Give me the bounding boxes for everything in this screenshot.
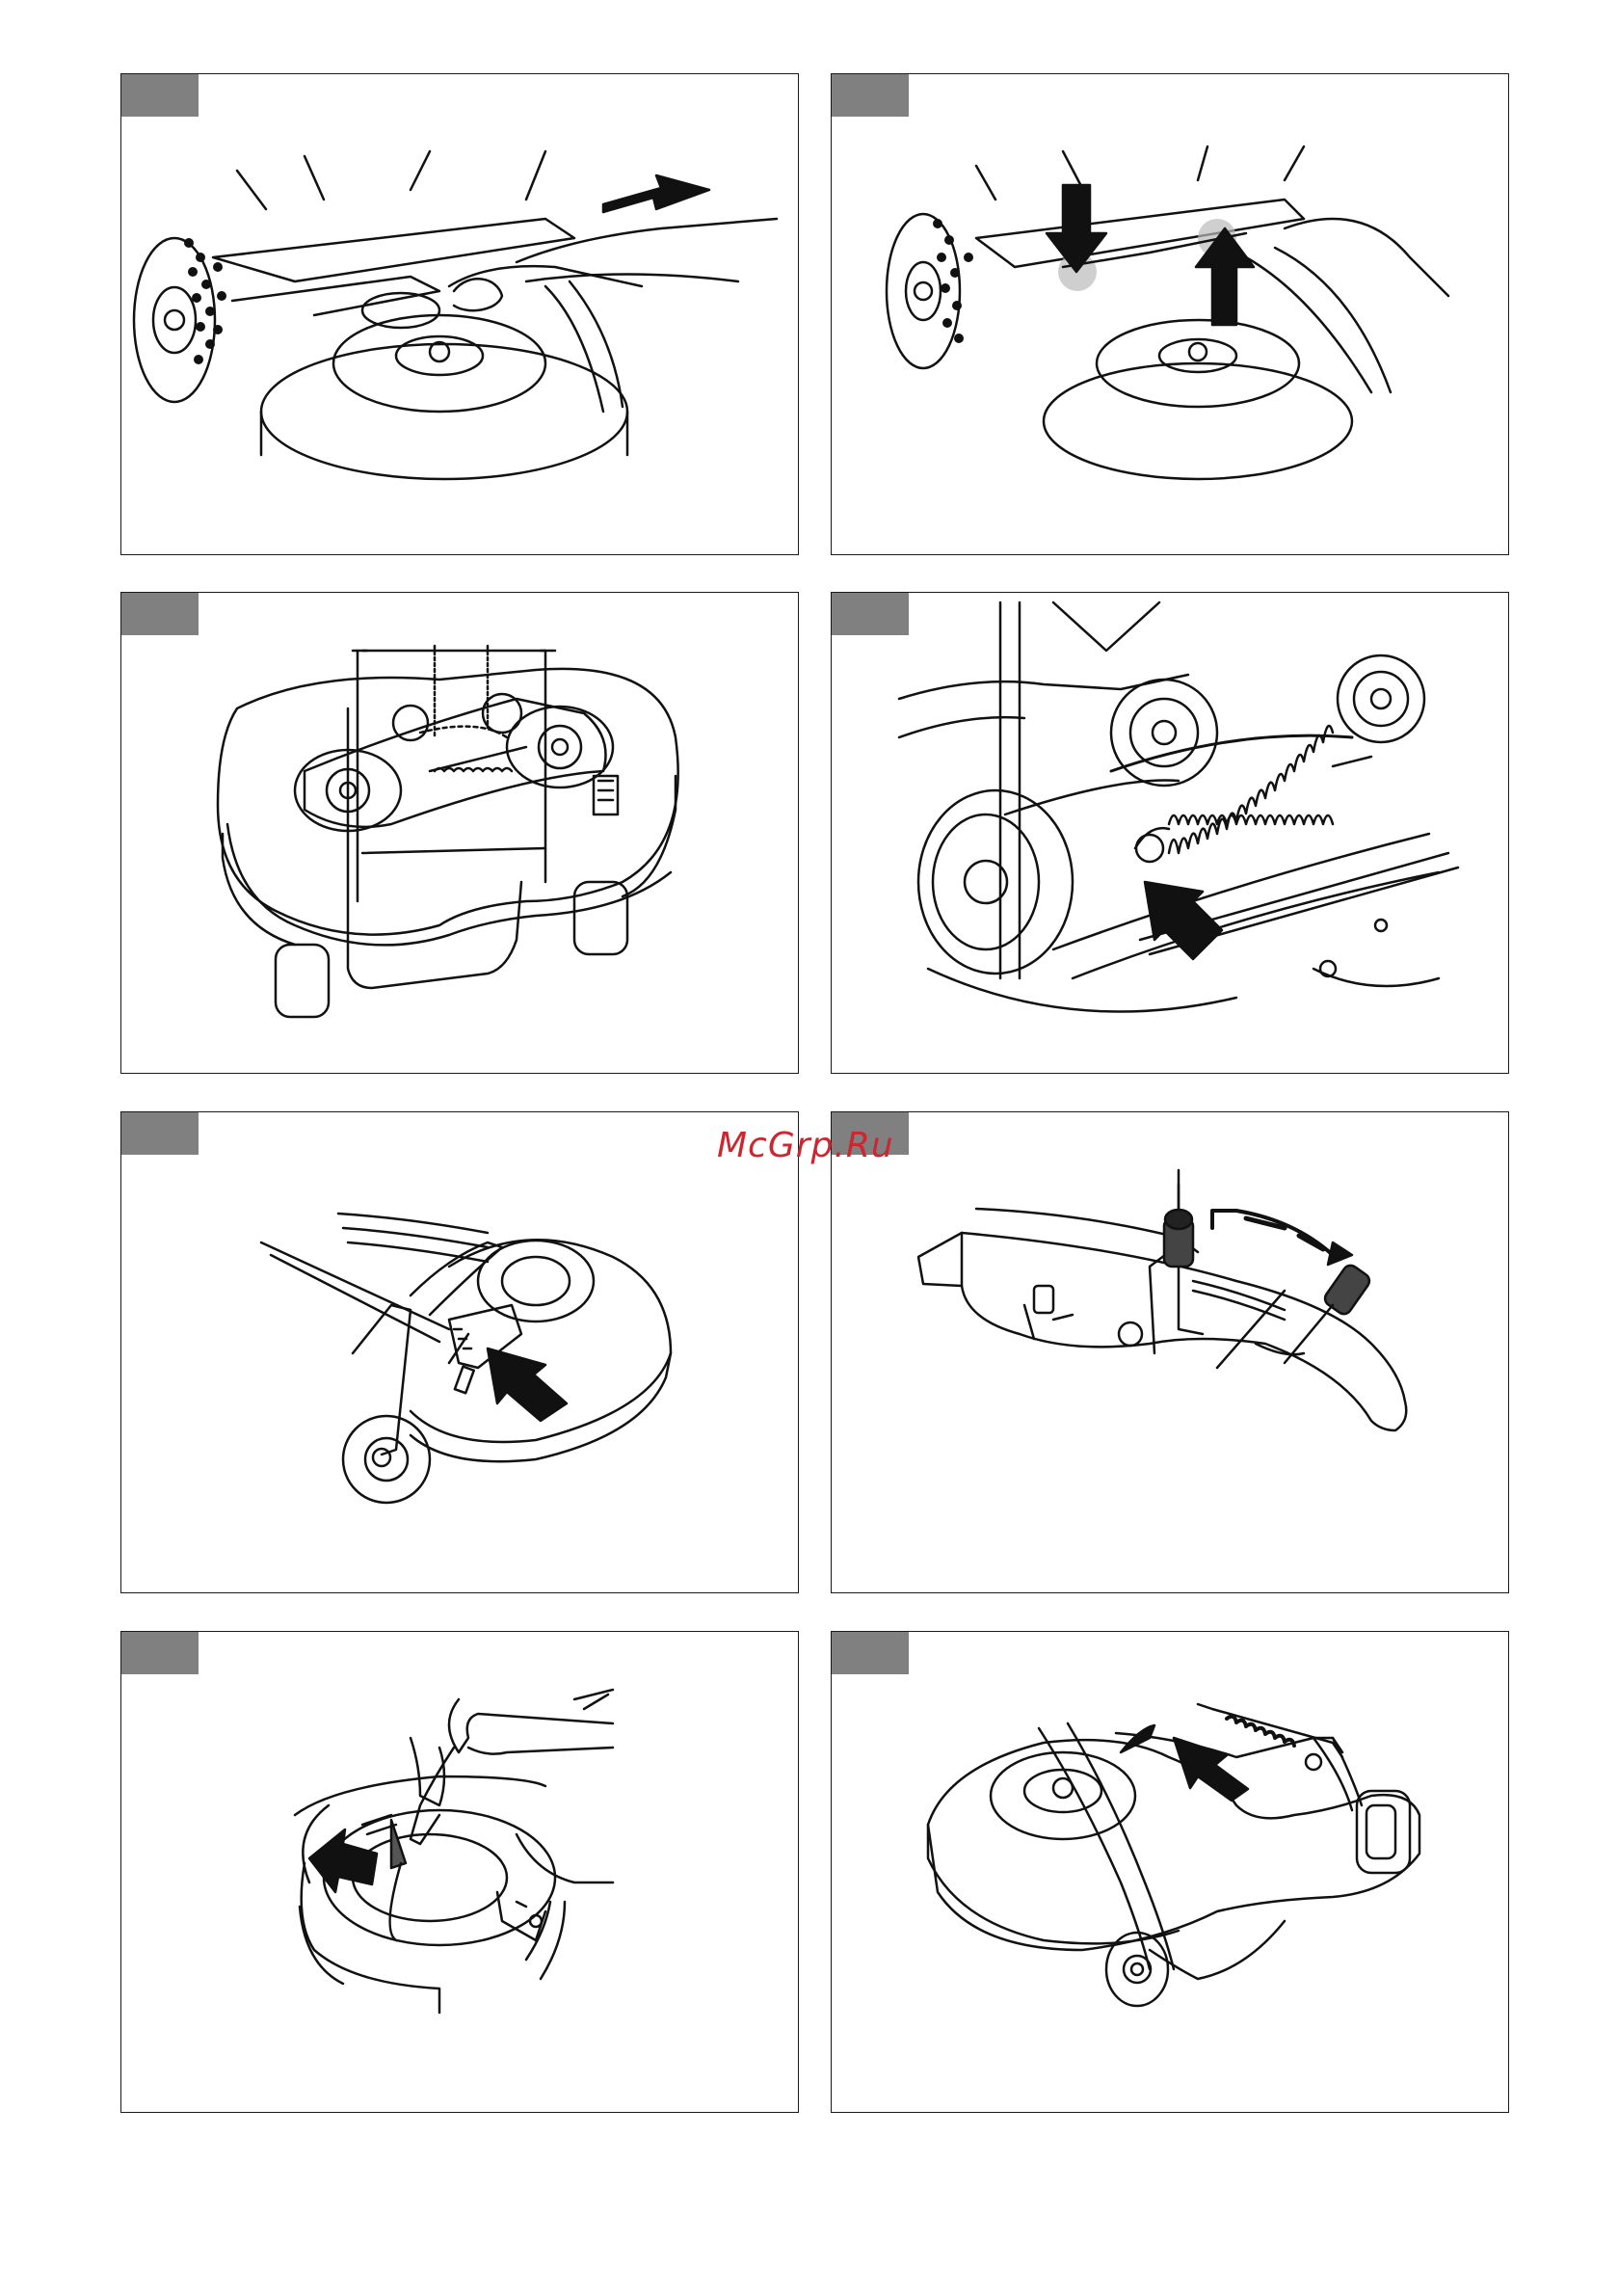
belt-removal-by-hand-illustration <box>121 1632 800 2114</box>
belt-tension-spring-illustration <box>832 593 1510 1075</box>
rider-lift-arm-release-illustration <box>832 74 1510 556</box>
figure-panel-7 <box>120 1631 799 2113</box>
deck-height-adjuster-illustration <box>121 1112 800 1594</box>
tension-spring-icon <box>1135 726 1371 862</box>
figure-panel-8 <box>831 1631 1509 2113</box>
figure-panel-4 <box>831 592 1509 1074</box>
cutting-height-lever-illustration <box>832 1112 1510 1594</box>
cutting-deck-top-view-illustration <box>121 593 800 1075</box>
figure-panel-3 <box>120 592 799 1074</box>
figure-panel-6 <box>831 1111 1509 1593</box>
figure-panel-1 <box>120 73 799 555</box>
watermark-text: McGrp.Ru <box>717 1126 894 1165</box>
deck-spring-attachment-illustration <box>832 1632 1510 2114</box>
figure-panel-5 <box>120 1111 799 1593</box>
rider-deck-pin-removal-illustration <box>121 74 800 556</box>
figure-panel-2 <box>831 73 1509 555</box>
